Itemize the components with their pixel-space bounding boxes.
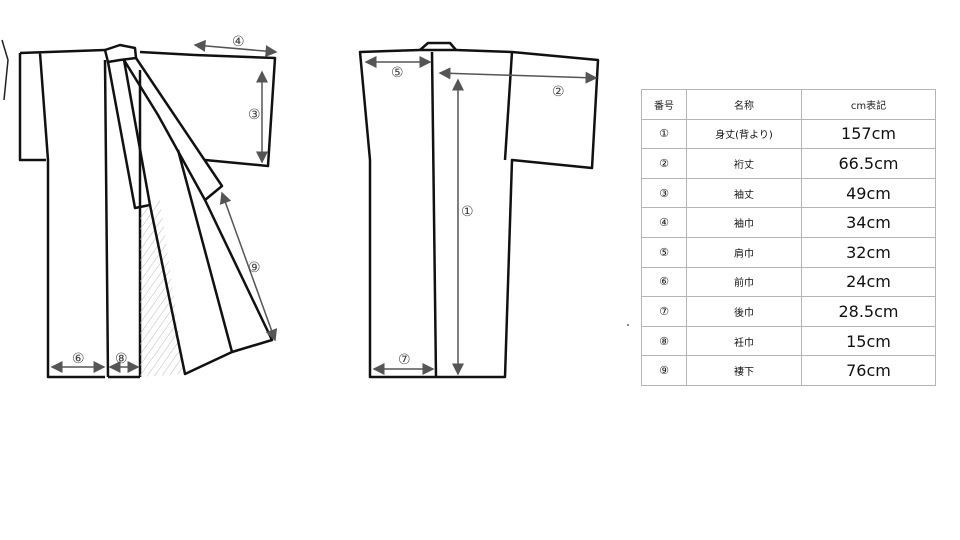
front-view-kimono: [18, 43, 277, 379]
back-sleeve-seam: [503, 51, 514, 161]
row-name: 前巾: [686, 266, 802, 298]
label-5: ⑤: [391, 65, 404, 81]
row-value: 157cm: [801, 118, 936, 150]
yuki-arrow: [438, 67, 598, 84]
label-1: ①: [461, 204, 474, 220]
label-2: ②: [552, 84, 565, 100]
front-body-outline: [19, 48, 106, 379]
header-value: cm表記: [801, 89, 936, 120]
label-4: ④: [232, 34, 245, 50]
row-value: 28.5cm: [801, 296, 936, 327]
label-6: ⑥: [72, 351, 85, 367]
row-number: ⑧: [641, 325, 687, 357]
row-value: 24cm: [801, 266, 936, 298]
collar-to-hem-arrow: [219, 191, 278, 342]
back-measurements: [364, 56, 598, 376]
sleeve-width-arrow: [193, 39, 278, 58]
back-center-seam: [430, 51, 438, 378]
stray-dot: [627, 324, 629, 326]
row-number: ⑤: [641, 236, 687, 268]
back-outline: [358, 48, 600, 379]
table-header-row: 番号 名称 cm表記: [641, 89, 936, 120]
front-collar-strip-2: [122, 57, 224, 202]
row-value: 15cm: [801, 325, 936, 357]
row-name: 衽巾: [686, 325, 802, 357]
row-value: 34cm: [801, 207, 936, 238]
row-number: ③: [641, 177, 687, 209]
front-lining-hatch: [140, 200, 185, 377]
row-value: 49cm: [801, 177, 936, 209]
header-number: 番号: [641, 89, 687, 120]
row-name: 身丈(背より): [686, 118, 802, 150]
back-collar: [419, 41, 457, 51]
row-number: ⑨: [641, 355, 687, 386]
label-8: ⑧: [115, 351, 128, 367]
label-3: ③: [248, 107, 261, 123]
front-collar-strip-1: [106, 59, 152, 210]
row-name: 裄丈: [686, 148, 802, 179]
front-overlap-panel: [148, 149, 234, 376]
left-edge-fragment: [1, 39, 9, 101]
front-right-sleeve-outline: [194, 53, 277, 168]
row-value: 76cm: [801, 355, 936, 386]
row-number: ⑥: [641, 266, 687, 298]
front-right-panel: [203, 199, 274, 354]
front-center-line: [103, 59, 110, 378]
row-number: ①: [641, 118, 687, 150]
label-7: ⑦: [398, 352, 411, 368]
row-number: ②: [641, 148, 687, 179]
header-name: 名称: [686, 89, 802, 120]
front-measurements: [50, 39, 278, 373]
front-shoulder-line: [139, 50, 196, 57]
row-name: 肩巾: [686, 236, 802, 268]
row-name: 褄下: [686, 355, 802, 386]
row-number: ⑦: [641, 296, 687, 327]
row-name: 袖丈: [686, 177, 802, 209]
row-name: 後巾: [686, 296, 802, 327]
row-value: 32cm: [801, 236, 936, 268]
row-value: 66.5cm: [801, 148, 936, 179]
front-collar-band-left: [103, 43, 138, 64]
back-view-kimono: [358, 41, 600, 379]
row-number: ④: [641, 207, 687, 238]
row-name: 袖巾: [686, 207, 802, 238]
label-9: ⑨: [248, 260, 261, 276]
front-left-sleeve-outline: [18, 53, 46, 162]
